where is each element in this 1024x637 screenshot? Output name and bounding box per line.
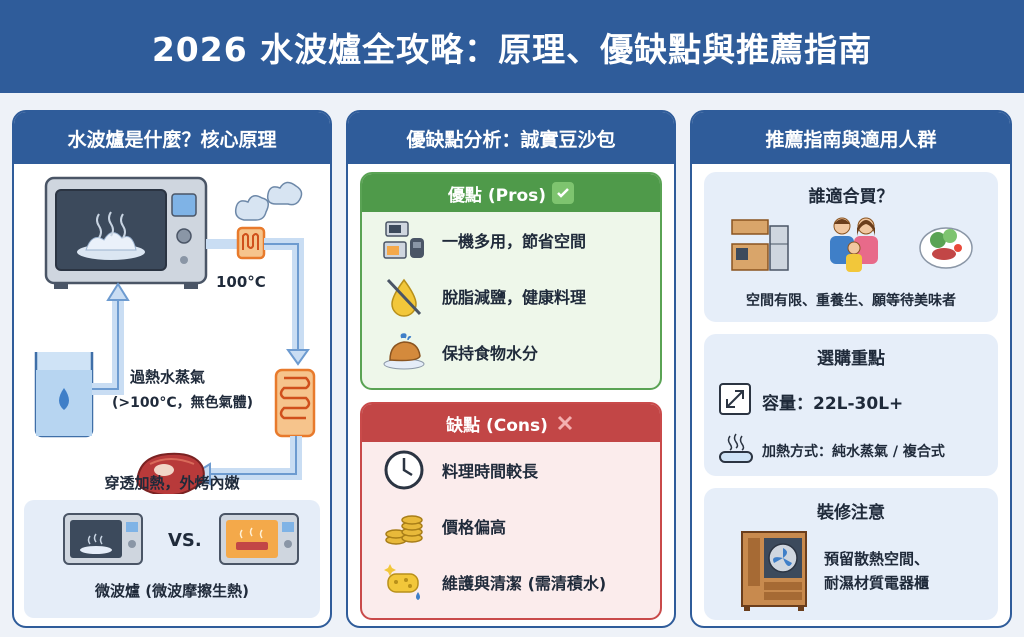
no-oil-icon bbox=[382, 274, 426, 318]
result-caption: 穿透加熱，外烤內嫩 bbox=[104, 474, 240, 492]
who-title: 誰適合買？ bbox=[808, 187, 894, 207]
vs-label: VS. bbox=[168, 530, 202, 551]
pros-item: 保持食物水分 bbox=[362, 324, 660, 380]
cons-item-text: 價格偏高 bbox=[442, 518, 507, 537]
small-kitchen-icon bbox=[731, 219, 789, 271]
family-icon bbox=[830, 217, 878, 272]
water-tank-icon bbox=[34, 352, 94, 438]
heater-icon bbox=[236, 226, 266, 260]
steam-oven-icon bbox=[44, 176, 208, 289]
steam-heating-icon bbox=[719, 433, 753, 463]
capacity-expand-icon bbox=[719, 383, 751, 415]
analysis-header: 優缺點分析：誠實豆沙包 bbox=[348, 112, 674, 164]
pros-item-text: 脫脂減鹽，健康料理 bbox=[442, 288, 587, 307]
microwave-comparison: VS. 微波爐 (微波摩擦生熱) bbox=[24, 500, 320, 618]
pros-title: 優點 (Pros) bbox=[447, 185, 547, 206]
microwave-icon bbox=[219, 513, 299, 565]
steam-detail: (>100°C，無色氣體) bbox=[112, 394, 253, 411]
installation-card: 裝修注意 預留散熱空間、 耐濕材質電器櫃 bbox=[704, 488, 998, 620]
pros-item: 一機多用，節省空間 bbox=[362, 212, 660, 268]
cons-item: 價格偏高 bbox=[362, 498, 660, 554]
buy-title: 選購重點 bbox=[817, 349, 885, 369]
steam-cloud-icon bbox=[234, 181, 303, 221]
cons-section: 缺點 (Cons) 料理時間較長 價格偏高 維護與清潔 (需清積水) bbox=[360, 402, 662, 620]
cons-item-text: 維護與清潔 (需清積水) bbox=[442, 574, 607, 593]
sponge-icon bbox=[382, 560, 426, 604]
capacity-text: 容量：22L-30L+ bbox=[762, 394, 904, 414]
heating-text: 加熱方式：純水蒸氣 / 複合式 bbox=[762, 444, 945, 460]
guide-header: 推薦指南與適用人群 bbox=[692, 112, 1010, 164]
cons-title: 缺點 (Cons) bbox=[446, 415, 548, 436]
microwave-caption: 微波爐 (微波摩擦生熱) bbox=[95, 582, 249, 600]
analysis-panel: 優缺點分析：誠實豆沙包 優點 (Pros) 一機多用，節省空間 脫脂減鹽，健康料… bbox=[346, 110, 676, 628]
temp-label: 100°C bbox=[216, 273, 266, 291]
install-line-2: 耐濕材質電器櫃 bbox=[824, 574, 930, 592]
page-title: 2026 水波爐全攻略：原理、優缺點與推薦指南 bbox=[151, 29, 873, 69]
roast-chicken-icon bbox=[382, 330, 426, 374]
who-text: 空間有限、重養生、願等待美味者 bbox=[746, 293, 956, 309]
coins-icon bbox=[382, 504, 426, 548]
steam-oven-small-icon bbox=[63, 513, 143, 565]
cons-header: 缺點 (Cons) bbox=[362, 404, 660, 442]
buying-tips-card: 選購重點 容量：22L-30L+ 加熱方式：純水蒸氣 / 複合式 bbox=[704, 334, 998, 476]
superheater-coil-icon bbox=[274, 368, 316, 438]
who-should-buy-card: 誰適合買？ 空間有限、重養生、願等待美味者 bbox=[704, 172, 998, 322]
steak-icon bbox=[136, 452, 205, 494]
steam-principle-diagram: 100°C 過熱水蒸氣 (>100°C，無色氣體) bbox=[34, 176, 316, 494]
cons-item: 料理時間較長 bbox=[362, 442, 660, 498]
pros-section: 優點 (Pros) 一機多用，節省空間 脫脂減鹽，健康料理 保持食物水分 bbox=[360, 172, 662, 390]
cross-icon bbox=[554, 412, 576, 434]
appliances-icon bbox=[382, 218, 426, 262]
appliance-cabinet-icon bbox=[741, 531, 807, 611]
healthy-food-icon bbox=[919, 227, 973, 269]
cons-item-text: 料理時間較長 bbox=[442, 462, 539, 481]
title-bar: 2026 水波爐全攻略：原理、優缺點與推薦指南 bbox=[0, 0, 1024, 93]
install-line-1: 預留散熱空間、 bbox=[824, 550, 930, 568]
principle-panel: 水波爐是什麼？核心原理 bbox=[12, 110, 332, 628]
steam-label: 過熱水蒸氣 bbox=[129, 368, 205, 386]
guide-panel: 推薦指南與適用人群 誰適合買？ 空間有限、重養生、願等待美味者 bbox=[690, 110, 1012, 628]
principle-header: 水波爐是什麼？核心原理 bbox=[14, 112, 330, 164]
install-title: 裝修注意 bbox=[817, 503, 885, 523]
pros-item-text: 一機多用，節省空間 bbox=[442, 232, 587, 251]
check-icon bbox=[552, 182, 575, 204]
pros-header: 優點 (Pros) bbox=[362, 174, 660, 212]
pros-item-text: 保持食物水分 bbox=[442, 344, 539, 363]
pros-item: 脫脂減鹽，健康料理 bbox=[362, 268, 660, 324]
cons-item: 維護與清潔 (需清積水) bbox=[362, 554, 660, 610]
clock-icon bbox=[382, 448, 426, 492]
